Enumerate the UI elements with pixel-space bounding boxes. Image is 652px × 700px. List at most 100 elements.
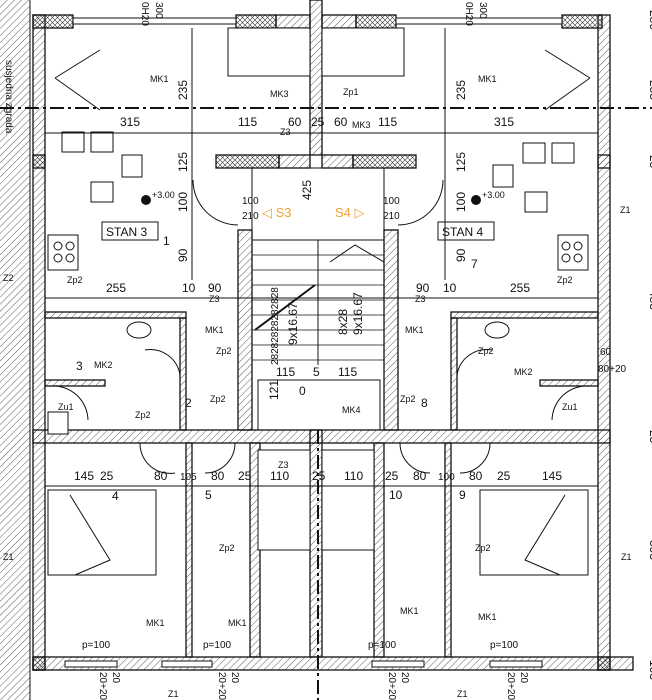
parapet-height: p=100: [490, 640, 519, 651]
dimension: 25: [497, 469, 511, 483]
tag: MK2: [514, 367, 533, 377]
window-dimension: 300: [153, 2, 164, 19]
tag: MK1: [205, 325, 224, 335]
room-number: 5: [205, 488, 212, 502]
dimension: 255: [106, 281, 126, 295]
dimension: 115: [276, 365, 295, 379]
dimension: 425: [300, 180, 314, 200]
window-dimension: 20+20: [386, 672, 397, 700]
dimension: 100: [438, 472, 455, 483]
dimension: 100: [454, 192, 468, 212]
window-dimension: 20: [399, 672, 410, 684]
room-number: 1: [163, 234, 170, 248]
tag: Z2: [3, 273, 14, 283]
door-dimension: 100: [383, 196, 400, 207]
dimension: 80: [413, 469, 427, 483]
tag: Zu1: [58, 402, 74, 412]
parapet-height: p=100: [82, 640, 111, 651]
tag: Z3: [415, 294, 426, 304]
dimension: 25: [100, 469, 114, 483]
door-dimension: 210: [383, 211, 400, 222]
tag: Zp2: [475, 543, 491, 553]
staircase-label-s4: S4 ▷: [335, 205, 365, 220]
tag: Zu1: [562, 402, 578, 412]
tag: Zp2: [557, 275, 573, 285]
room-number: 8: [421, 396, 428, 410]
stair-steps: 8x28: [336, 309, 350, 335]
dimension: 115: [238, 115, 257, 129]
dimension: 110: [270, 469, 289, 483]
window-dimension: 20: [110, 672, 121, 684]
tag: Z1: [457, 689, 468, 699]
tag: MK4: [342, 405, 361, 415]
dimension: 80: [154, 469, 168, 483]
tag: Zp2: [219, 543, 235, 553]
window-dimension: 20: [518, 672, 529, 684]
tag: Z1: [620, 205, 631, 215]
dimension: 25: [647, 155, 652, 169]
neighbor-building-label: susjedna zgrada: [3, 60, 14, 134]
dimension: 90: [176, 248, 190, 262]
stair-steps: 9x16.67: [286, 302, 300, 345]
room-number: 0: [299, 384, 306, 398]
dimension: 115: [378, 115, 397, 129]
tag: Zp2: [478, 346, 494, 356]
tag: Z3: [278, 460, 289, 470]
tag: Zp2: [67, 275, 83, 285]
window-dimension: 20: [229, 672, 240, 684]
elevation-marker-icon: [471, 195, 481, 205]
dimension: 315: [120, 115, 140, 129]
dimension: 105: [647, 660, 652, 680]
room-number: 10: [389, 488, 403, 502]
exterior-walls: [32, 14, 634, 671]
door-dimension: 100: [242, 196, 259, 207]
dimension: 90: [454, 248, 468, 262]
tag: Z1: [168, 689, 179, 699]
tag: Z3: [209, 294, 220, 304]
window-dimension: 0H20: [139, 2, 150, 26]
dimension: 145: [74, 469, 94, 483]
dimension: 80+20: [598, 364, 627, 375]
tag: MK2: [94, 360, 113, 370]
dimension: 25: [312, 469, 326, 483]
window-dimension: 20+20: [216, 672, 227, 700]
tag: MK1: [478, 612, 497, 622]
dimension: 125: [454, 152, 468, 172]
dimension: 235: [454, 80, 468, 100]
room-number: 9: [459, 488, 466, 502]
doors[interactable]: [49, 179, 591, 474]
tag: MK1: [228, 618, 247, 628]
dimension: 485: [647, 290, 652, 310]
room-number: 2: [185, 396, 192, 410]
neighbor-building-hatch: [0, 0, 31, 700]
tag: MK3: [352, 120, 371, 130]
room-labels: STAN 3 STAN 4 ◁ S3 S4 ▷ +3.00 +3.00: [101, 190, 505, 241]
tag: Zp2: [210, 394, 226, 404]
tag: Zp1: [343, 87, 359, 97]
tag: MK1: [150, 74, 169, 84]
dimension: 125: [176, 152, 190, 172]
elevation-label: +3.00: [152, 190, 175, 200]
dimension: 115: [338, 365, 357, 379]
dimension: 235: [647, 80, 652, 100]
room-label-stan-4: STAN 4: [442, 225, 483, 239]
dimension: 145: [542, 469, 562, 483]
room-number: 4: [112, 489, 119, 503]
dimension: 110: [344, 469, 363, 483]
dimension: 121: [267, 380, 281, 400]
dimension: 10: [443, 281, 457, 295]
stair-steps: 9x16.67: [351, 292, 365, 335]
stair-steps: 28282828282828: [270, 287, 281, 365]
dimension: 5: [313, 365, 320, 379]
dimension: 25: [647, 430, 652, 444]
dimension: 25: [238, 469, 252, 483]
room-number: 3: [76, 359, 83, 373]
dimension: 315: [494, 115, 514, 129]
dimension: 25: [385, 469, 399, 483]
dimension: 90: [208, 281, 222, 295]
window-dimension: 0H20: [463, 2, 474, 26]
dimension: 80: [211, 469, 225, 483]
tag: MK3: [270, 89, 289, 99]
tag: Zp2: [216, 346, 232, 356]
dimension: 60: [600, 347, 612, 358]
